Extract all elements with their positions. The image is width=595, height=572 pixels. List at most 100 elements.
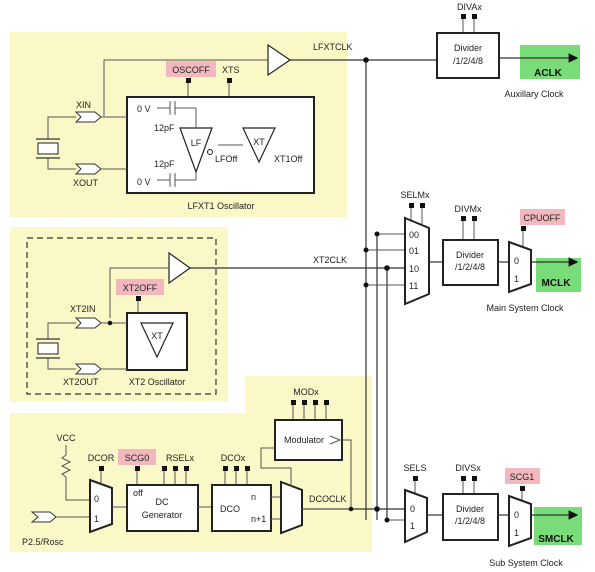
divax-label: DIVAx — [457, 2, 482, 12]
scg0-flag — [118, 449, 156, 465]
dcor-label: DCOR — [88, 453, 115, 463]
xt2in-label: XT2IN — [70, 304, 96, 314]
sels-in-1: 1 — [410, 521, 415, 531]
rselx-pin-b — [173, 466, 178, 471]
divmx-label: DIVMx — [455, 204, 483, 214]
dco-out-n: n — [251, 492, 256, 502]
p25-rosc-label: P2.5/Rosc — [22, 537, 64, 547]
dcox-pin-a — [223, 466, 228, 471]
smclk-divider — [442, 493, 499, 541]
xts-pin — [227, 78, 232, 83]
lfoff-label: LFOff — [215, 154, 238, 164]
xt2-crystal-icon — [37, 342, 59, 355]
junction-01 — [363, 247, 369, 253]
dcoclk-label: DCOCLK — [309, 494, 347, 504]
selmx-in-11: 11 — [409, 281, 418, 291]
xin-label: XIN — [76, 100, 91, 110]
divax-pin-a — [461, 14, 466, 19]
dcor-pin — [99, 466, 104, 471]
vcc-resistor — [60, 454, 72, 478]
selmx-label: SELMx — [400, 190, 430, 200]
cpuoff-label: CPUOFF — [524, 213, 562, 223]
cap-bottom-value: 12pF — [154, 159, 175, 169]
cap-top-value: 12pF — [154, 123, 175, 133]
sels-in-0: 0 — [410, 504, 415, 514]
modx-label: MODx — [293, 387, 319, 397]
divax-pin-b — [472, 14, 477, 19]
dc-generator-title: DC — [156, 497, 169, 507]
dc-generator-box — [126, 484, 199, 532]
lf-label: LF — [191, 138, 202, 148]
lfxt1-zero-v-top: 0 V — [137, 104, 151, 114]
auxiliary-clock-caption: Auxillary Clock — [504, 89, 564, 99]
dco-out-n1: n+1 — [251, 514, 266, 524]
xt2clk-label: XT2CLK — [313, 255, 347, 265]
divsx-pin-a — [461, 476, 466, 481]
dcox-pin-b — [234, 466, 239, 471]
smclk-divider-ratio: /1/2/4/8 — [455, 516, 485, 526]
sels-label: SELS — [403, 463, 426, 473]
modx-pin-a — [291, 400, 296, 405]
aclk-label: ACLK — [534, 68, 563, 79]
lfxt1-zero-v-bottom: 0 V — [137, 177, 151, 187]
lfxt-crystal-icon — [37, 142, 59, 155]
smclk-gate-mux — [508, 494, 532, 548]
modx-pin-d — [324, 400, 329, 405]
sels-mux — [404, 488, 428, 544]
modx-pin-b — [302, 400, 307, 405]
scg1-flag — [505, 468, 540, 484]
xt2in-junction — [107, 320, 113, 326]
xt2-dashed-frame — [26, 237, 217, 395]
vcc-to-mux — [65, 477, 90, 501]
divsx-label: DIVSx — [455, 463, 481, 473]
dcoclk-feedback — [302, 439, 352, 510]
dco-output-mux — [280, 480, 303, 535]
rselx-label: RSELx — [166, 453, 195, 463]
dcor-mux — [89, 478, 113, 534]
junction-00 — [374, 231, 380, 237]
main-system-clock-caption: Main System Clock — [486, 303, 564, 313]
aclk-divider-title: Divider — [454, 43, 482, 53]
xt2-amp-label: XT — [151, 331, 163, 341]
smclk-gate-0: 0 — [514, 510, 519, 520]
xt2off-pin — [136, 296, 141, 301]
dcor-in-1: 1 — [94, 514, 99, 524]
junction-lfxt — [363, 57, 369, 63]
scg1-label: SCG1 — [510, 472, 535, 482]
xt2-crystal-lead-bottom — [47, 358, 76, 370]
selmx-pin-b — [420, 203, 425, 208]
xt-amplifier — [242, 127, 276, 164]
xts-label: XTS — [222, 65, 240, 75]
divsx-pin-b — [472, 476, 477, 481]
junction-sels — [384, 517, 390, 523]
selmx-in-01: 01 — [409, 246, 419, 256]
xt1off-label: XT1Off — [274, 154, 303, 164]
scg1-pin — [520, 486, 525, 491]
mclk-divider-ratio: /1/2/4/8 — [455, 262, 485, 272]
xt2-oscillator-caption: XT2 Oscillator — [129, 377, 186, 387]
xt2out-label: XT2OUT — [63, 377, 99, 387]
oscoff-pin — [186, 78, 191, 83]
selmx-in-00: 00 — [409, 230, 419, 240]
vcc-label: VCC — [56, 433, 76, 443]
modulator-to-mux — [260, 447, 292, 486]
scg0-label: SCG0 — [125, 453, 150, 463]
xout-pin — [74, 163, 102, 175]
xout-label: XOUT — [73, 178, 99, 188]
rselx-pin-c — [184, 466, 189, 471]
mclk-divider-title: Divider — [456, 250, 484, 260]
xin-to-buffer — [103, 59, 268, 116]
oscoff-label: OSCOFF — [172, 65, 210, 75]
aclk-divider-ratio: /1/2/4/8 — [453, 56, 483, 66]
dco-box — [211, 484, 272, 532]
xt2in-pin — [74, 317, 102, 329]
junction-dco — [374, 506, 380, 512]
dcor-in-0: 0 — [94, 494, 99, 504]
dcox-pin-c — [245, 466, 250, 471]
cpuoff-flag — [520, 209, 565, 225]
lfxtclk-label: LFXTCLK — [313, 42, 353, 52]
junction-11 — [363, 282, 369, 288]
dco-title: DCO — [220, 504, 240, 514]
